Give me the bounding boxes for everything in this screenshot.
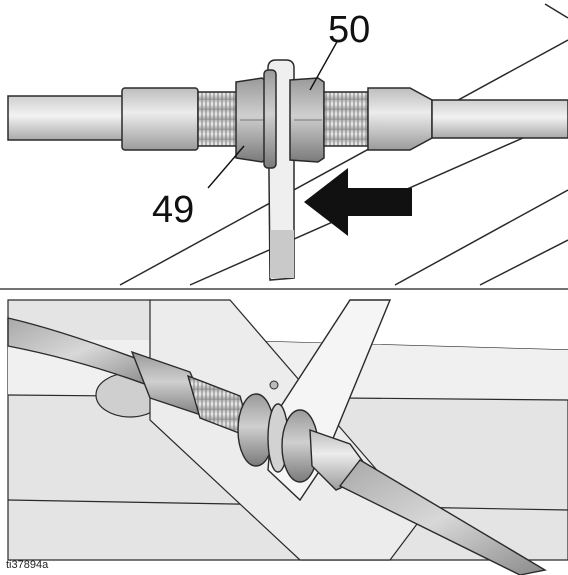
top-panel: 50 49 — [7, 3, 568, 286]
hose-right-bottom — [338, 459, 547, 575]
figure-id: ti37894a — [6, 559, 49, 571]
leader-line-49 — [207, 145, 245, 189]
arrow-left-icon — [304, 168, 412, 236]
callout-50: 50 — [328, 9, 370, 51]
callout-49: 49 — [152, 189, 194, 231]
mounting-plate-top — [119, 3, 568, 286]
leader-line-50 — [309, 39, 339, 91]
hose-left-top — [7, 95, 124, 141]
bottom-panel — [7, 299, 568, 575]
fitting-body-right — [367, 87, 433, 151]
threads-right — [323, 91, 369, 147]
threads-left — [197, 91, 241, 147]
hose-right-top — [431, 99, 568, 139]
washer — [263, 69, 277, 169]
fitting-body-left — [121, 87, 199, 151]
